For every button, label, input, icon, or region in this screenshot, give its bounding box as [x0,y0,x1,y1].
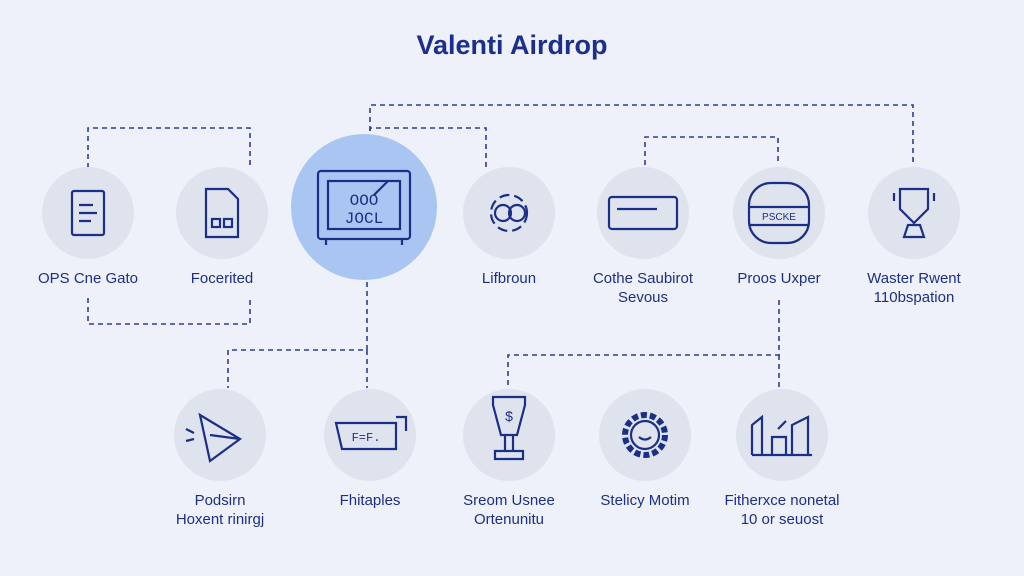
trophy-icon [892,187,936,239]
card-icon [607,195,679,231]
node-label: Focerited [190,270,254,287]
connector [87,127,251,168]
circular-link-icon [489,193,529,233]
paper-plane-icon [185,412,242,463]
node-circle [42,167,134,259]
node-label: Fhitaples [339,492,401,509]
gear-icon [622,412,668,458]
top-node-0[interactable]: OPS Cne Gato [0,167,178,288]
node-circle [868,167,960,259]
svg-text:F=F.: F=F. [352,431,381,445]
connector [507,300,780,388]
top-node-1[interactable]: Focerited [132,167,312,288]
node-label: Proos Uxper [737,270,821,287]
connector [644,136,779,165]
page-title: Valenti Airdrop [416,30,608,60]
node-circle [736,389,828,481]
bottom-node-1[interactable]: F=F. Fhitaples [280,389,460,510]
svg-text:OOO: OOO [350,192,379,210]
svg-text:$: $ [505,408,513,424]
chart-icon [750,414,812,457]
document-icon [70,189,106,237]
node-circle [463,167,555,259]
bottom-node-3[interactable]: Stelicy Motim [555,389,735,510]
connector [369,104,914,165]
node-label: Lifbroun [481,270,537,287]
node-label: Stelicy Motim [600,492,690,509]
connector [87,298,251,325]
svg-text:JOCL: JOCL [345,210,383,228]
node-label: OPS Cne Gato [37,270,139,287]
connector [227,282,368,388]
node-circle: F=F. [324,389,416,481]
top-node-3[interactable]: Lifbroun [419,167,599,288]
node-circle: $ [463,389,555,481]
ticket-icon: F=F. [334,415,408,451]
node-circle: PSCKE [733,167,825,259]
node-circle [599,389,691,481]
connector [369,127,487,168]
device-icon: PSCKE [747,181,811,245]
node-circle [597,167,689,259]
node-circle [176,167,268,259]
file-icon [204,187,240,239]
top-node-5[interactable]: PSCKE Proos Uxper [689,167,869,288]
node-circle [174,389,266,481]
trophy-cup-icon: $ [491,395,527,461]
svg-text:PSCKE: PSCKE [762,212,796,223]
